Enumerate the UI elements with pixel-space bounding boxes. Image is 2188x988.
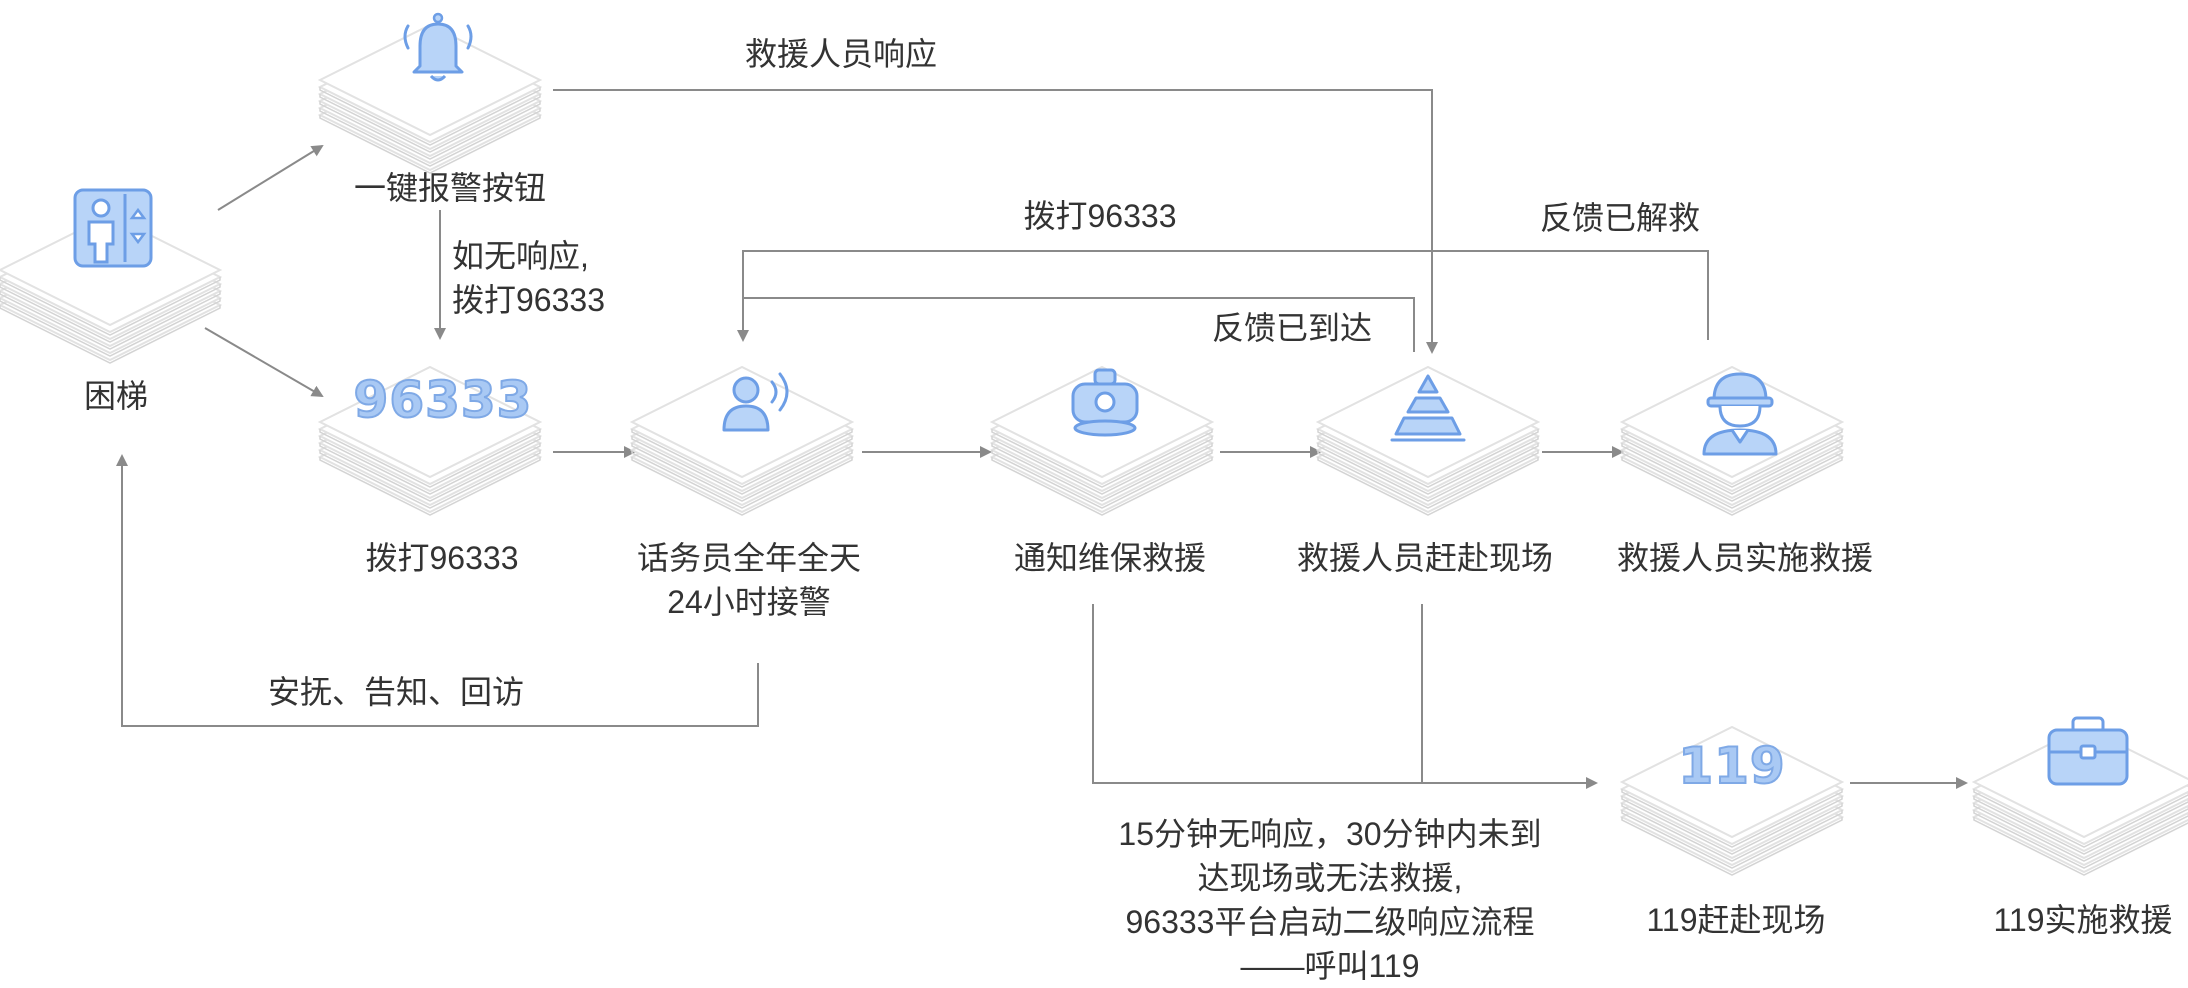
arrow-escalation [1092, 604, 1598, 789]
label-fire-implement: 119实施救援 [1993, 902, 2173, 938]
label-rescuer-response: 救援人员响应 [744, 36, 938, 72]
arrow-alarm-to-rush [553, 89, 1438, 354]
tile-dial [310, 347, 550, 517]
arrow-trapped-to-dial [204, 327, 324, 398]
label-notify: 通知维保救援 [1013, 540, 1207, 576]
number-96333-icon: 96333 [353, 370, 533, 430]
tile-operator [622, 347, 862, 517]
label-comfort: 安抚、告知、回访 [267, 674, 525, 710]
label-no-response-line1: 如无响应, [452, 238, 589, 274]
label-trapped: 困梯 [83, 378, 149, 414]
label-alarm-button: 一键报警按钮 [353, 170, 547, 206]
cone-icon [1390, 372, 1466, 444]
label-no-response-line2: 拨打96333 [452, 282, 605, 318]
rescuer-helmet-icon [1700, 370, 1780, 456]
label-fire-rush: 119赶赴现场 [1646, 902, 1826, 938]
label-dial-top: 拨打96333 [1023, 198, 1177, 234]
elevator-person-icon [71, 186, 155, 270]
tile-alarm [310, 5, 550, 175]
label-escalation-line4: ——呼叫119 [1240, 948, 1420, 984]
tile-rush [1308, 347, 1548, 517]
toolbox-icon [2045, 716, 2131, 788]
arrow-feedback-solved [737, 250, 1709, 342]
number-119-icon: 119 [1677, 736, 1786, 796]
operator-speaking-icon [720, 370, 796, 436]
label-operator-line1: 话务员全年全天 [636, 540, 862, 576]
tile-trapped [0, 195, 230, 365]
label-operator-line2: 24小时接警 [667, 584, 831, 620]
tile-fire-rush [1612, 707, 1852, 877]
arrow-trapped-to-alarm [217, 144, 324, 211]
label-rush: 救援人员赶赴现场 [1296, 540, 1554, 576]
label-dial-96333: 拨打96333 [365, 540, 519, 576]
bell-icon [400, 10, 476, 86]
label-escalation-line2: 达现场或无法救援, [1197, 860, 1463, 896]
label-implement: 救援人员实施救援 [1616, 540, 1874, 576]
arrow-feedback-arrived [743, 297, 1415, 352]
label-escalation-line1: 15分钟无响应，30分钟内未到 [1118, 816, 1542, 852]
label-escalation: 15分钟无响应，30分钟内未到 达现场或无法救援, 96333平台启动二级响应流… [1118, 812, 1541, 988]
maintenance-bot-icon [1067, 368, 1143, 438]
arrow-comfort [116, 454, 759, 727]
label-feedback-arrived: 反馈已到达 [1211, 310, 1373, 346]
label-feedback-solved: 反馈已解救 [1539, 200, 1701, 236]
label-operator: 话务员全年全天 24小时接警 [637, 536, 861, 624]
tile-notify [982, 347, 1222, 517]
label-escalation-line3: 96333平台启动二级响应流程 [1125, 904, 1535, 940]
label-no-response: 如无响应, 拨打96333 [452, 234, 605, 322]
